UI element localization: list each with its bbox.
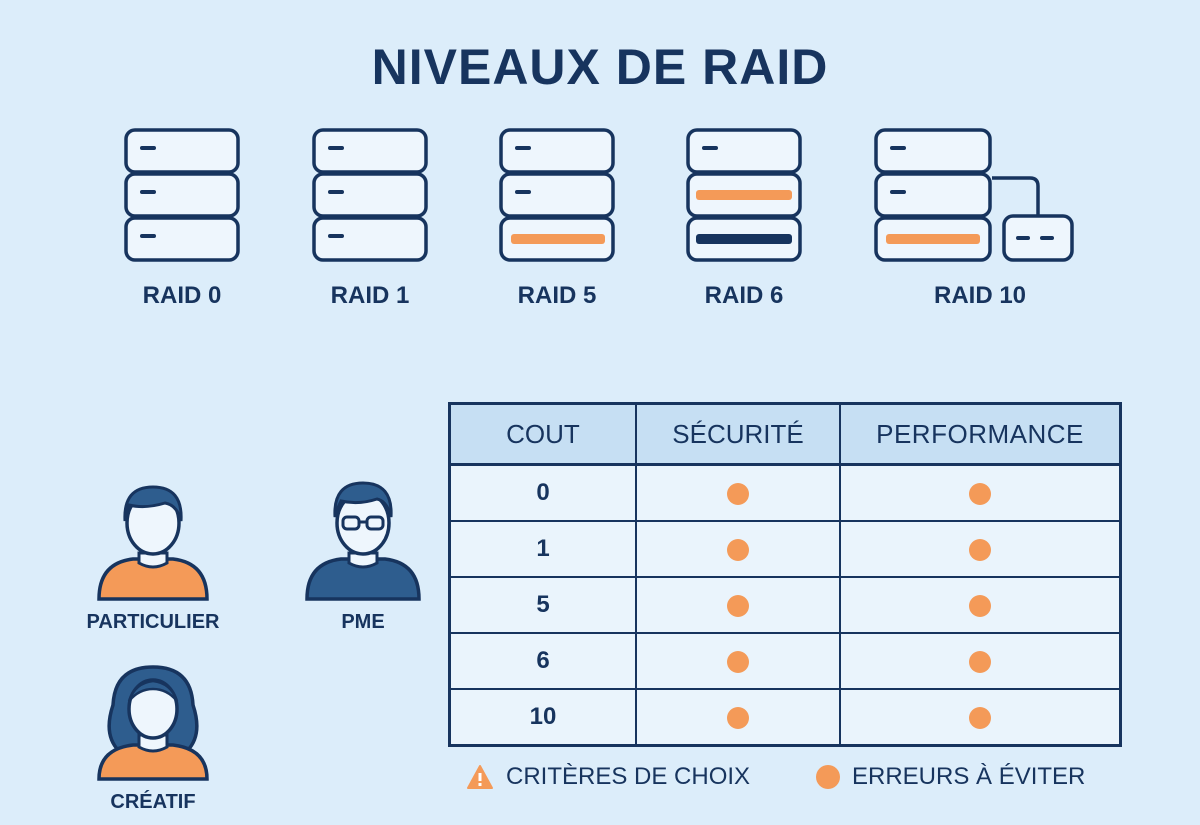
person-icon [97,485,209,601]
raid-6-card: RAID 6 [624,126,864,316]
cell-securite [635,464,841,522]
dot-icon [969,706,991,729]
column-header-performance: PERFORMANCE [839,403,1122,466]
raid-label: RAID 5 [517,282,597,309]
table-row: 1 [448,521,1122,578]
cell-cout: 0 [448,464,637,522]
person-icon [97,665,209,781]
server-stack-icon [124,128,240,262]
server-stack-icon [312,128,428,262]
persona-label: PME [341,611,385,633]
dot-icon [969,538,991,561]
table-header-row: COUT SÉCURITÉ PERFORMANCE [448,403,1122,466]
cell-cout: 10 [448,689,637,747]
table-row: 6 [448,633,1122,690]
cell-performance [839,464,1122,522]
dot-icon [969,594,991,617]
legend-errors: ERREURS À ÉVITER [816,760,1085,794]
server-stack-icon [874,128,1074,262]
persona-label: CRÉATIF [110,791,196,813]
server-stack-icon [686,128,802,262]
legend-errors-label: ERREURS À ÉVITER [852,763,1086,790]
dot-icon [969,482,991,505]
dot-icon [727,482,749,505]
raid-1-card: RAID 1 [250,126,490,316]
raid-label: RAID 0 [142,282,222,309]
cell-securite [635,521,841,578]
cell-cout: 1 [448,521,637,578]
dot-icon [727,650,749,673]
column-header-cout: COUT [448,403,637,466]
cell-performance [839,577,1122,634]
dot-icon [727,706,749,729]
cell-securite [635,577,841,634]
warning-icon [467,765,493,789]
server-stack-icon [499,128,615,262]
table-row: 10 [448,689,1122,747]
raid-10-card: RAID 10 [850,126,1110,316]
legend-criteria-label: CRITÈRES DE CHOIX [506,763,751,790]
raid-label: RAID 6 [704,282,784,309]
person-icon [305,481,421,601]
cell-performance [839,633,1122,690]
cell-securite [635,633,841,690]
dot-icon [727,594,749,617]
dot-icon [727,538,749,561]
persona-particulier: PARTICULIER [73,475,233,645]
dot-icon [969,650,991,673]
raid-label: RAID 10 [933,282,1027,309]
table-row: 5 [448,577,1122,634]
page-title: NIVEAUX DE RAID [371,39,829,95]
cell-cout: 6 [448,633,637,690]
persona-pme: PME [283,475,443,645]
persona-label: PARTICULIER [86,611,220,633]
raid-comparison-table: COUT SÉCURITÉ PERFORMANCE 0 1 5 6 10 [448,402,1122,747]
dot-icon [816,765,840,789]
table-row: 0 [448,464,1122,522]
cell-cout: 5 [448,577,637,634]
raid-5-card: RAID 5 [437,126,677,316]
column-header-securite: SÉCURITÉ [635,403,841,466]
cell-performance [839,521,1122,578]
cell-securite [635,689,841,747]
raid-label: RAID 1 [330,282,410,309]
legend-criteria: CRITÈRES DE CHOIX [466,760,750,794]
cell-performance [839,689,1122,747]
raid-0-card: RAID 0 [62,126,302,316]
